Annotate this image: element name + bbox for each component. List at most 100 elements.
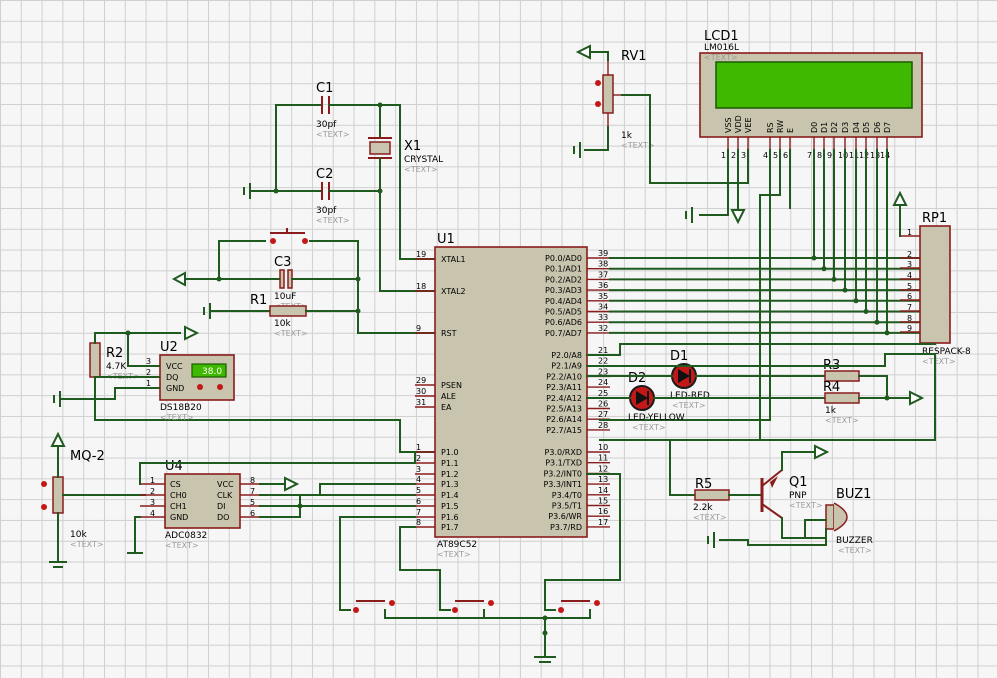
u2[interactable]: 38.0 U2 DS18B20 <TEXT> VCC DQ GND 3 2 1: [146, 340, 235, 422]
lcd1-pin-number-11: 11: [849, 151, 859, 160]
rp1-pin-number-1: 1: [907, 228, 912, 237]
button-1[interactable]: [353, 600, 395, 613]
lcd1-pin-label-9: D2: [830, 122, 839, 133]
r4-ref: R4: [823, 380, 840, 395]
u1-right_p2-pin-number-3: 24: [598, 378, 608, 387]
q1-ref: Q1: [789, 475, 808, 490]
p0-junction-6: [874, 319, 880, 325]
q1[interactable]: Q1 PNP <TEXT>: [760, 469, 823, 519]
u1-right_p0-pin-label-6: P0.6/AD6: [545, 318, 582, 327]
u1-left-pin-number-1: 18: [416, 282, 426, 291]
buz1-ref: BUZ1: [836, 487, 871, 502]
lcd1-pin-label-8: D1: [820, 122, 829, 133]
r1[interactable]: R1 10k <TEXT>: [209, 293, 359, 338]
mq2[interactable]: MQ-2 10k <TEXT>: [41, 449, 105, 549]
u1-right_p0-pin-number-4: 35: [598, 292, 608, 301]
u4[interactable]: U4 ADC0832 <TEXT>: [164, 459, 241, 550]
u1-left-pin-label-12: P1.6: [441, 513, 459, 522]
u1-right_p3-pin-number-5: 15: [598, 497, 608, 506]
u1-left-pin-number-13: 8: [416, 518, 421, 527]
r2[interactable]: R2 4.7K <TEXT>: [89, 342, 140, 381]
rv1[interactable]: RV1 1k <TEXT>: [595, 49, 655, 150]
u1-right_p2-pin-label-4: P2.4/A12: [546, 394, 582, 403]
mq2-value: 10k: [70, 530, 87, 540]
u1-left-pin-label-0: XTAL1: [441, 255, 466, 264]
r1-ref: R1: [250, 293, 267, 308]
u1-left-pin-number-7: 2: [416, 454, 421, 463]
lcd1-pin-label-6: E: [786, 128, 795, 133]
rp1-pin-number-3: 3: [907, 260, 912, 269]
buz1[interactable]: BUZ1 BUZZER <TEXT>: [825, 487, 873, 555]
u2-display: 38.0: [202, 367, 222, 377]
u1-right_p3-pin-number-3: 13: [598, 475, 608, 484]
u1-left-pin-number-10: 5: [416, 486, 421, 495]
u4-text: <TEXT>: [165, 541, 199, 550]
u1-right_p0-pin-label-0: P0.0/AD0: [545, 254, 582, 263]
d1[interactable]: D1 LED-RED <TEXT>: [670, 349, 710, 410]
lcd1-pin-number-13: 13: [870, 151, 880, 160]
c1[interactable]: C1 30pf <TEXT>: [275, 81, 381, 139]
rp1-pin-number-9: 9: [907, 324, 912, 333]
lcd1[interactable]: LCD1 LM016L <TEXT>: [699, 29, 923, 138]
u1-left-pin-label-2: RST: [441, 329, 457, 338]
u1-right_p2-pin-number-0: 21: [598, 346, 608, 355]
u1-left-pin-label-13: P1.7: [441, 523, 459, 532]
c2[interactable]: C2 30pf <TEXT>: [275, 167, 381, 225]
u1-right_p3-pin-label-4: P3.4/T0: [552, 491, 582, 500]
r2-value: 4.7K: [106, 362, 127, 372]
u4-left-pin-label-3: CH1: [170, 502, 187, 511]
lcd1-pin-label-5: RW: [776, 120, 785, 133]
lcd1-pin-label-10: D3: [841, 122, 850, 133]
u4-right-pin-label-4: DO: [217, 513, 229, 522]
lcd1-pin-number-5: 5: [773, 151, 778, 160]
r4-text: <TEXT>: [825, 416, 859, 425]
lcd1-pin-number-2: 2: [731, 151, 736, 160]
r4[interactable]: R4 1k <TEXT>: [823, 380, 860, 425]
x1[interactable]: X1 CRYSTAL <TEXT>: [368, 104, 443, 192]
lcd1-pin-label-12: D5: [862, 122, 871, 133]
r3[interactable]: R3: [823, 358, 860, 382]
u2-ref: U2: [160, 340, 178, 355]
u1-left-pin-label-7: P1.1: [441, 459, 459, 468]
u1[interactable]: U1 AT89C52 <TEXT>: [434, 232, 588, 559]
rp1-text: <TEXT>: [922, 357, 956, 366]
u4-left-pin-label-1: CS: [170, 480, 181, 489]
u1-right_p0-pin-label-1: P0.1/AD1: [545, 265, 582, 274]
u1-pins: XTAL119XTAL218RST9PSEN29ALE30EA31P1.01P1…: [415, 249, 610, 532]
lcd1-pin-number-14: 14: [880, 151, 890, 160]
u1-right_p2-pin-label-7: P2.7/A15: [546, 426, 582, 435]
d2[interactable]: D2 LED-YELLOW <TEXT>: [628, 371, 685, 432]
u1-right_p3-pin-label-2: P3.2/INT0: [543, 469, 582, 478]
u1-right_p0-pin-number-3: 36: [598, 281, 608, 290]
c3[interactable]: C3 10uF <TEXT>: [218, 255, 359, 311]
p0-junction-5: [863, 309, 869, 314]
d2-ref: D2: [628, 371, 646, 386]
c2-text: <TEXT>: [316, 216, 350, 225]
mq2-ref: MQ-2: [70, 449, 105, 464]
r5-value: 2.2k: [693, 503, 713, 513]
u4-left-pin-label-2: CH0: [170, 491, 187, 500]
u1-right_p3-pin-label-6: P3.6/WR: [548, 512, 582, 521]
r5[interactable]: R5 2.2k <TEXT>: [693, 477, 730, 522]
buz1-model: BUZZER: [836, 536, 873, 546]
u1-left-pin-number-9: 4: [416, 475, 421, 484]
u2-pinnum-1: 1: [146, 379, 151, 388]
lcd1-pin-number-3: 3: [741, 151, 746, 160]
lcd1-pin-label-7: D0: [810, 122, 819, 133]
u2-pin-dq: DQ: [166, 373, 178, 382]
rp1[interactable]: RP1 RESPACK-8 <TEXT>: [919, 211, 971, 366]
button-2[interactable]: [452, 600, 494, 613]
u1-right_p2-pin-label-0: P2.0/A8: [551, 351, 582, 360]
u1-left-pin-label-3: PSEN: [441, 381, 462, 390]
rp1-pin-number-4: 4: [907, 271, 912, 280]
lcd1-pin-label-14: D7: [883, 122, 892, 133]
button-3[interactable]: [558, 600, 600, 613]
u1-right_p0-pin-number-2: 37: [598, 270, 608, 279]
c2-value: 30pf: [316, 206, 337, 216]
u1-left-pin-label-5: EA: [441, 403, 452, 412]
u4-left-pin-number-2: 2: [150, 487, 155, 496]
reset-button[interactable]: [270, 228, 308, 244]
rp1-pin-number-6: 6: [907, 292, 912, 301]
